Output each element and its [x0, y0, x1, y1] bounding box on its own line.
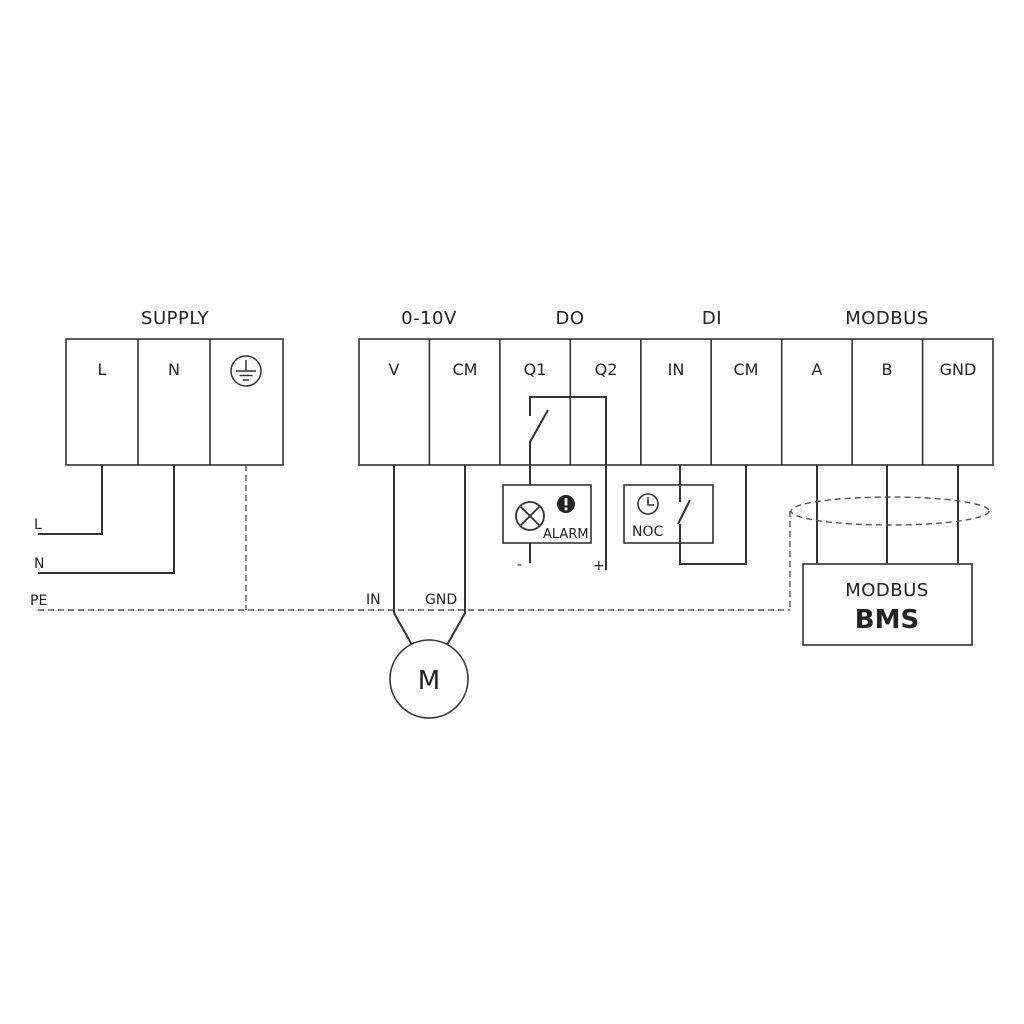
clock-icon	[637, 493, 659, 515]
terminal-cm-digital: CM	[734, 360, 759, 379]
terminal-q2: Q2	[595, 360, 618, 379]
terminal-q1: Q1	[524, 360, 547, 379]
header-analog-0-10v: 0-10V	[401, 308, 457, 329]
bms-label: BMS	[855, 605, 919, 635]
motor-symbol	[389, 639, 469, 719]
wire-motor-gnd	[446, 465, 466, 646]
terminal-supply-n: N	[168, 360, 180, 379]
io-terminal-block	[358, 338, 994, 466]
terminal-supply-l: L	[98, 360, 107, 379]
alarm-label: ALARM	[543, 527, 589, 542]
wire-motor-in	[393, 465, 413, 646]
noc-box	[623, 484, 714, 544]
header-di: DI	[702, 308, 722, 329]
wire-di-return	[679, 465, 747, 565]
alarm-warning-icon	[557, 495, 575, 513]
header-do: DO	[555, 308, 584, 329]
bms-modbus-label: MODBUS	[845, 580, 929, 601]
wire-label-n: N	[34, 556, 44, 572]
noc-label: NOC	[632, 524, 663, 540]
supply-terminal-block	[65, 338, 284, 466]
bms-box	[802, 563, 973, 646]
terminal-v: V	[389, 360, 400, 379]
alarm-plus-label: +	[593, 558, 605, 574]
terminal-gnd: GND	[940, 360, 977, 379]
motor-in-label: IN	[366, 592, 381, 608]
wire-l	[38, 465, 103, 535]
terminal-cm-analog: CM	[453, 360, 478, 379]
alarm-lamp-icon	[515, 501, 545, 531]
terminal-in: IN	[668, 360, 685, 379]
wire-label-pe: PE	[30, 593, 47, 609]
alarm-minus-label: -	[517, 557, 522, 573]
do-relay-contact	[529, 409, 549, 485]
wire-n	[38, 465, 175, 574]
wire-do-q2	[529, 396, 607, 570]
alarm-box	[502, 484, 592, 544]
modbus-shield	[790, 496, 990, 526]
header-modbus: MODBUS	[845, 308, 929, 329]
header-supply: SUPPLY	[141, 308, 209, 329]
motor-gnd-label: GND	[425, 592, 457, 608]
earth-icon	[230, 355, 262, 387]
terminal-a: A	[812, 360, 823, 379]
motor-label: M	[418, 666, 440, 696]
di-switch-contact	[677, 499, 691, 525]
wire-label-l: L	[34, 517, 42, 533]
terminal-b: B	[882, 360, 893, 379]
